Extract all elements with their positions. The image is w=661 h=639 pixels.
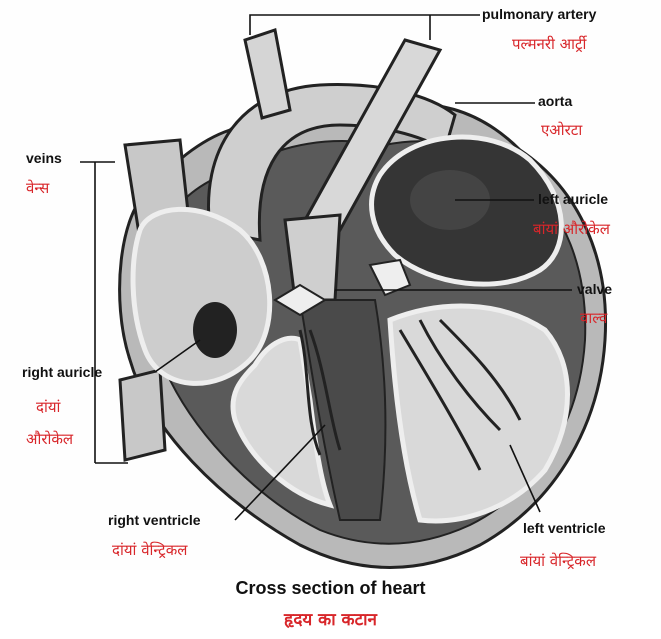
label-right-auricle-hindi-1: दांयां (36, 397, 60, 417)
label-left-ventricle-hindi: बांयां वेन्ट्रिकल (520, 551, 596, 571)
label-valve-hindi: वाल्व (580, 308, 607, 328)
right-auricle-opening (193, 302, 237, 358)
label-aorta-hindi: एओरटा (541, 120, 582, 140)
label-right-auricle-hindi-2: औरोकेल (26, 429, 73, 449)
label-right-auricle: right auricle (22, 364, 102, 380)
caption-hindi: हृदय का कटान (0, 607, 661, 630)
label-right-ventricle: right ventricle (108, 512, 201, 528)
label-left-auricle-hindi: बांयां औरोकेल (533, 219, 610, 239)
inferior-vein (120, 370, 165, 460)
label-left-ventricle: left ventricle (523, 520, 605, 536)
label-pulmonary-artery: pulmonary artery (482, 6, 596, 22)
caption-english: Cross section of heart (0, 578, 661, 599)
label-right-ventricle-hindi: दांयां वेन्ट्रिकल (112, 540, 187, 560)
pulmonary-trunk (285, 215, 340, 300)
label-veins: veins (26, 150, 62, 166)
label-veins-hindi: वेन्स (26, 178, 49, 198)
label-left-auricle: left auricle (538, 191, 608, 207)
label-pulmonary-artery-hindi: पल्मनरी आर्ट्री (512, 34, 586, 54)
label-valve: valve (577, 281, 612, 297)
label-aorta: aorta (538, 93, 572, 109)
